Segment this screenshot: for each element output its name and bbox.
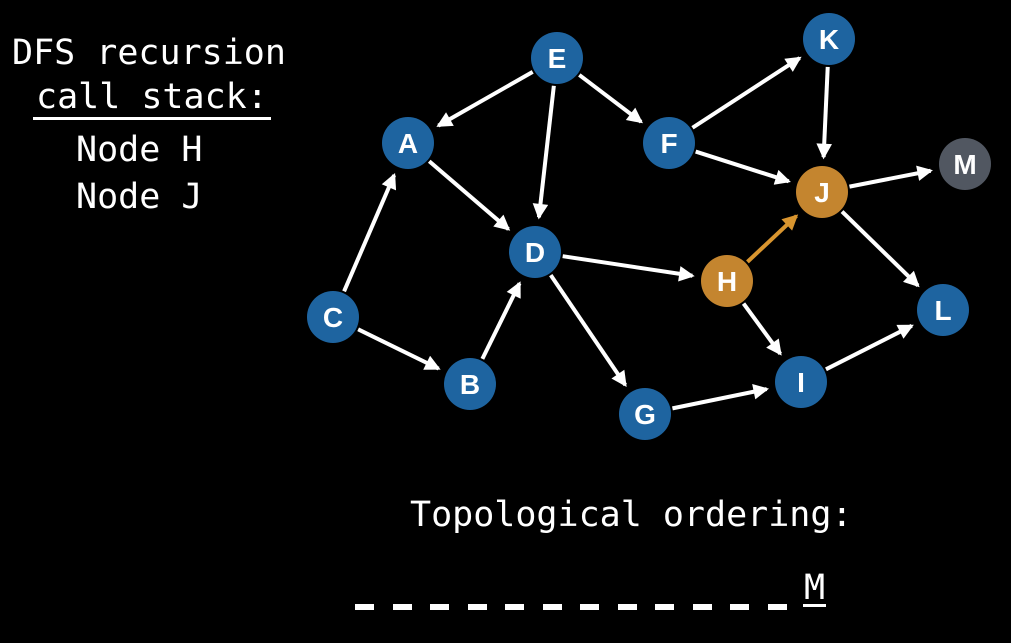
node-label-H: H <box>717 266 737 297</box>
edge-I-L <box>825 324 914 372</box>
edge-G-I <box>672 384 770 411</box>
node-M: M <box>939 138 991 190</box>
edge-E-A <box>436 70 534 128</box>
call-stack-item: Node H <box>76 130 203 170</box>
edge-F-J <box>695 149 791 185</box>
node-label-G: G <box>634 399 656 430</box>
topological-ordering-slots: M <box>355 566 827 610</box>
edge-C-B <box>357 327 441 371</box>
ordering-slot-empty <box>617 604 637 610</box>
ordering-slot-empty <box>692 604 712 610</box>
node-circle-H <box>701 255 753 307</box>
node-C: C <box>307 291 359 343</box>
node-circle-G <box>619 388 671 440</box>
node-label-D: D <box>525 237 545 268</box>
node-circle-M <box>939 138 991 190</box>
ordering-slot-filled: M <box>802 568 827 610</box>
edge-E-F <box>578 73 643 124</box>
ordering-slot-empty <box>542 604 562 610</box>
ordering-slot-dash <box>580 604 599 610</box>
call-stack-item: Node J <box>76 177 203 217</box>
node-circle-I <box>775 356 827 408</box>
edge-H-I <box>741 302 782 356</box>
edge-F-K <box>691 56 802 130</box>
ordering-slot-empty <box>580 604 599 610</box>
ordering-slot-dash <box>542 604 562 610</box>
node-K: K <box>803 13 855 65</box>
ordering-slot-empty <box>430 604 449 610</box>
node-circle-J <box>796 166 848 218</box>
edge-H-J-active <box>746 214 799 264</box>
ordering-slot-dash <box>655 604 674 610</box>
node-label-I: I <box>797 367 805 398</box>
edge-B-D <box>480 281 522 360</box>
edge-J-L <box>840 210 920 288</box>
node-circle-C <box>307 291 359 343</box>
node-label-A: A <box>398 128 418 159</box>
ordering-slot-empty <box>505 604 524 610</box>
ordering-slot-dash <box>767 604 787 610</box>
ordering-slot-dash <box>617 604 637 610</box>
ordering-slot-empty <box>767 604 787 610</box>
node-label-L: L <box>934 295 951 326</box>
node-circle-K <box>803 13 855 65</box>
ordering-slot-dash <box>467 604 487 610</box>
node-B: B <box>444 358 496 410</box>
call-stack-title-line2: call stack: <box>33 79 271 120</box>
ordering-slot-dash <box>355 604 374 610</box>
node-label-C: C <box>323 302 343 333</box>
ordering-slot-empty <box>655 604 674 610</box>
ordering-slot-dash <box>392 604 412 610</box>
ordering-slot-dash <box>505 604 524 610</box>
node-label-M: M <box>953 149 976 180</box>
node-circle-E <box>531 32 583 84</box>
edge-J-M <box>849 165 933 189</box>
node-E: E <box>531 32 583 84</box>
node-label-K: K <box>819 24 839 55</box>
call-stack-title-line1: DFS recursion <box>12 33 286 73</box>
node-circle-F <box>643 117 695 169</box>
node-J: J <box>796 166 848 218</box>
node-A: A <box>382 117 434 169</box>
edge-D-H <box>562 254 695 282</box>
node-I: I <box>775 356 827 408</box>
ordering-slot-dash <box>692 604 712 610</box>
edge-K-J <box>816 66 832 160</box>
node-F: F <box>643 117 695 169</box>
node-D: D <box>509 226 561 278</box>
edge-A-D <box>427 159 511 231</box>
ordering-slot-value: M <box>802 568 827 608</box>
node-circle-D <box>509 226 561 278</box>
node-H: H <box>701 255 753 307</box>
edge-C-A <box>342 172 397 293</box>
node-circle-A <box>382 117 434 169</box>
edge-D-G <box>549 274 627 387</box>
ordering-slot-empty <box>355 604 374 610</box>
node-circle-B <box>444 358 496 410</box>
ordering-slot-empty <box>730 604 749 610</box>
node-circle-L <box>917 284 969 336</box>
ordering-slot-empty <box>467 604 487 610</box>
ordering-slot-dash <box>430 604 449 610</box>
ordering-slot-empty <box>392 604 412 610</box>
ordering-slot-dash <box>730 604 749 610</box>
node-G: G <box>619 388 671 440</box>
edge-E-D <box>532 85 556 220</box>
node-label-E: E <box>548 43 567 74</box>
node-L: L <box>917 284 969 336</box>
node-label-F: F <box>660 128 677 159</box>
topological-ordering-label: Topological ordering: <box>410 495 853 535</box>
node-label-B: B <box>460 369 480 400</box>
node-label-J: J <box>814 177 830 208</box>
